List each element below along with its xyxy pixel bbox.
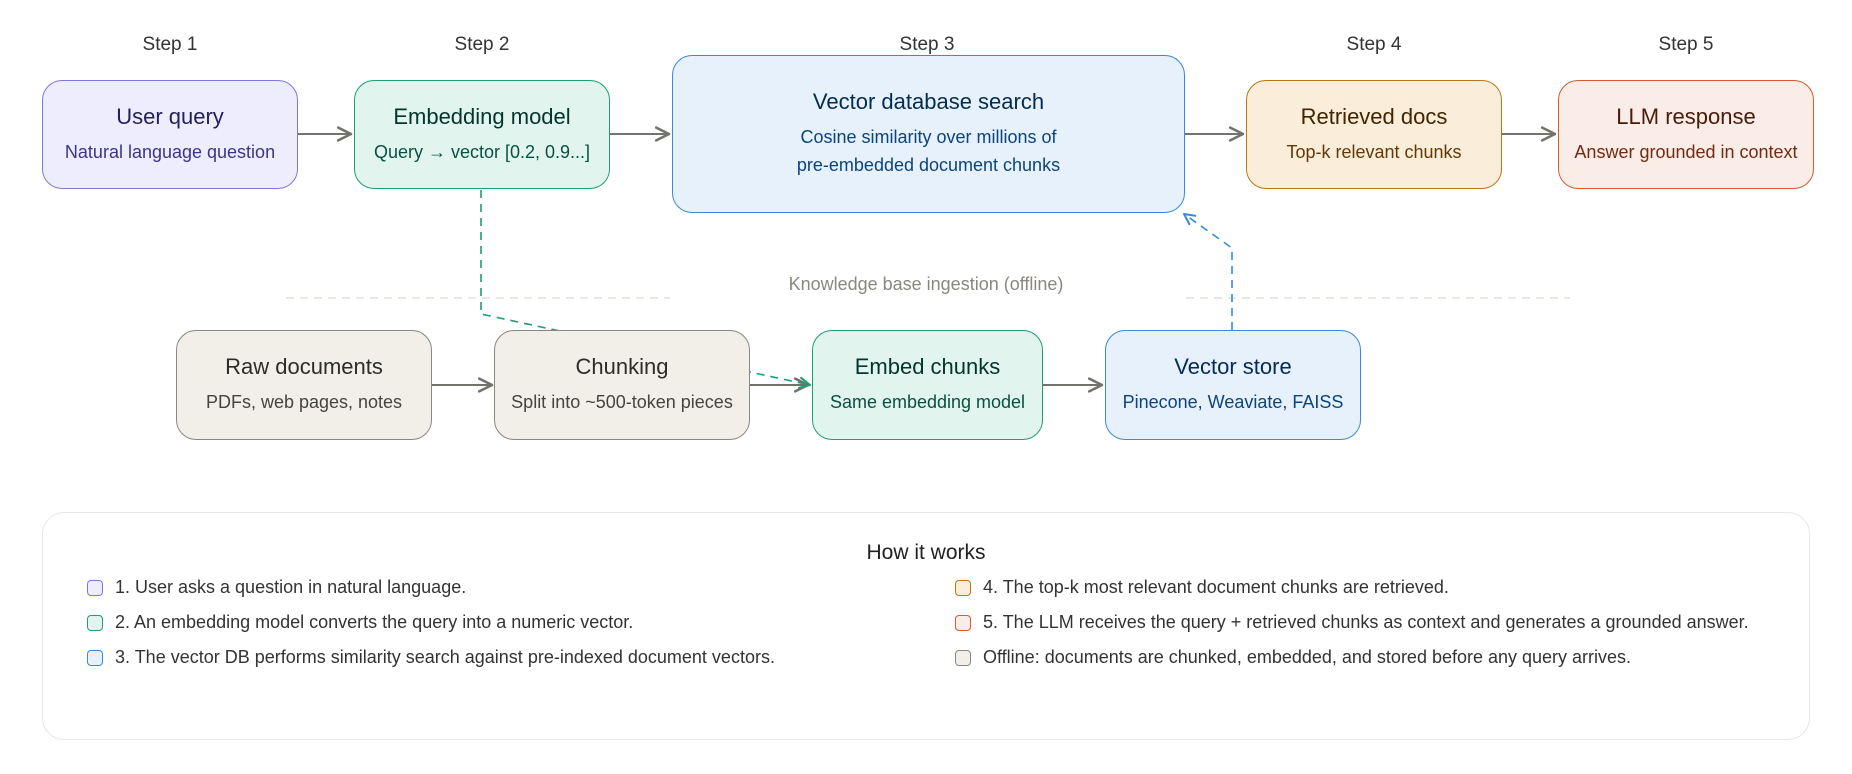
legend-text-4: 4. The top-k most relevant document chun… bbox=[983, 577, 1449, 597]
step-label-5: Step 5 bbox=[1658, 34, 1714, 55]
node-llm-response-subtitle: Answer grounded in context bbox=[1574, 141, 1798, 162]
node-vector-search-subtitle-line2: pre-embedded document chunks bbox=[796, 155, 1061, 175]
node-chunking-subtitle: Split into ~500-token pieces bbox=[511, 392, 733, 412]
node-vector-search-subtitle-line1: Cosine similarity over millions of bbox=[800, 127, 1057, 147]
node-user-query: User query Natural language question bbox=[42, 80, 298, 189]
node-raw-documents: Raw documents PDFs, web pages, notes bbox=[176, 330, 432, 440]
step-label-3: Step 3 bbox=[899, 34, 955, 55]
legend-text-1: 1. User asks a question in natural langu… bbox=[115, 577, 467, 597]
legend-swatch-coral bbox=[955, 614, 971, 631]
legend-item-3: 3. The vector DB performs similarity sea… bbox=[87, 647, 775, 668]
node-vector-search-title: Vector database search bbox=[812, 89, 1045, 114]
legend-item-5: 5. The LLM receives the query + retrieve… bbox=[955, 612, 1749, 633]
node-embed-chunks-title: Embed chunks bbox=[854, 354, 1001, 379]
how-it-works-panel: How it works 1. User asks a question in … bbox=[42, 512, 1810, 740]
legend-item-offline: Offline: documents are chunked, embedded… bbox=[955, 647, 1631, 668]
node-user-query-subtitle: Natural language question bbox=[64, 141, 276, 162]
legend-text-offline: Offline: documents are chunked, embedded… bbox=[983, 647, 1632, 667]
node-raw-documents-title: Raw documents bbox=[225, 354, 383, 379]
legend-swatch-green bbox=[87, 614, 103, 631]
node-embedding-model: Embedding model Query → vector [0.2, 0.9… bbox=[354, 80, 610, 189]
legend-item-2: 2. An embedding model converts the query… bbox=[87, 612, 633, 633]
legend-item-1: 1. User asks a question in natural langu… bbox=[87, 577, 466, 598]
node-user-query-title: User query bbox=[116, 103, 224, 129]
legend-item-4: 4. The top-k most relevant document chun… bbox=[955, 577, 1449, 598]
node-vector-store-title: Vector store bbox=[1174, 354, 1292, 379]
step-label-4: Step 4 bbox=[1346, 34, 1402, 55]
legend-title: How it works bbox=[866, 541, 986, 564]
node-llm-response-title: LLM response bbox=[1616, 103, 1756, 129]
node-chunking: Chunking Split into ~500-token pieces bbox=[494, 330, 750, 440]
legend-text-2: 2. An embedding model converts the query… bbox=[115, 612, 634, 632]
node-embedding-model-subtitle: Query → vector [0.2, 0.9...] bbox=[373, 141, 591, 162]
node-retrieved-docs: Retrieved docs Top-k relevant chunks bbox=[1246, 80, 1502, 189]
node-embed-chunks-subtitle: Same embedding model bbox=[829, 392, 1026, 412]
ingestion-section-label: Knowledge base ingestion (offline) bbox=[788, 274, 1064, 294]
node-retrieved-docs-subtitle: Top-k relevant chunks bbox=[1286, 141, 1462, 162]
dashed-link-store-to-search bbox=[1182, 212, 1233, 330]
node-chunking-title: Chunking bbox=[575, 354, 669, 379]
step-label-1: Step 1 bbox=[142, 34, 198, 55]
node-vector-store: Vector store Pinecone, Weaviate, FAISS bbox=[1105, 330, 1361, 440]
node-vector-database-search: Vector database search Cosine similarity… bbox=[672, 55, 1185, 213]
node-vector-store-subtitle: Pinecone, Weaviate, FAISS bbox=[1122, 392, 1344, 412]
node-retrieved-docs-title: Retrieved docs bbox=[1300, 103, 1448, 129]
step-label-2: Step 2 bbox=[454, 34, 510, 55]
legend-swatch-blue bbox=[87, 649, 103, 666]
node-llm-response: LLM response Answer grounded in context bbox=[1558, 80, 1814, 189]
node-raw-documents-subtitle: PDFs, web pages, notes bbox=[205, 392, 403, 412]
node-embedding-model-title: Embedding model bbox=[393, 103, 571, 129]
legend-swatch-gray bbox=[955, 649, 971, 666]
legend-text-5: 5. The LLM receives the query + retrieve… bbox=[983, 612, 1749, 632]
legend-swatch-amber bbox=[955, 579, 971, 596]
node-embed-chunks: Embed chunks Same embedding model bbox=[812, 330, 1043, 440]
legend-swatch-purple bbox=[87, 579, 103, 596]
legend-text-3: 3. The vector DB performs similarity sea… bbox=[115, 647, 775, 667]
